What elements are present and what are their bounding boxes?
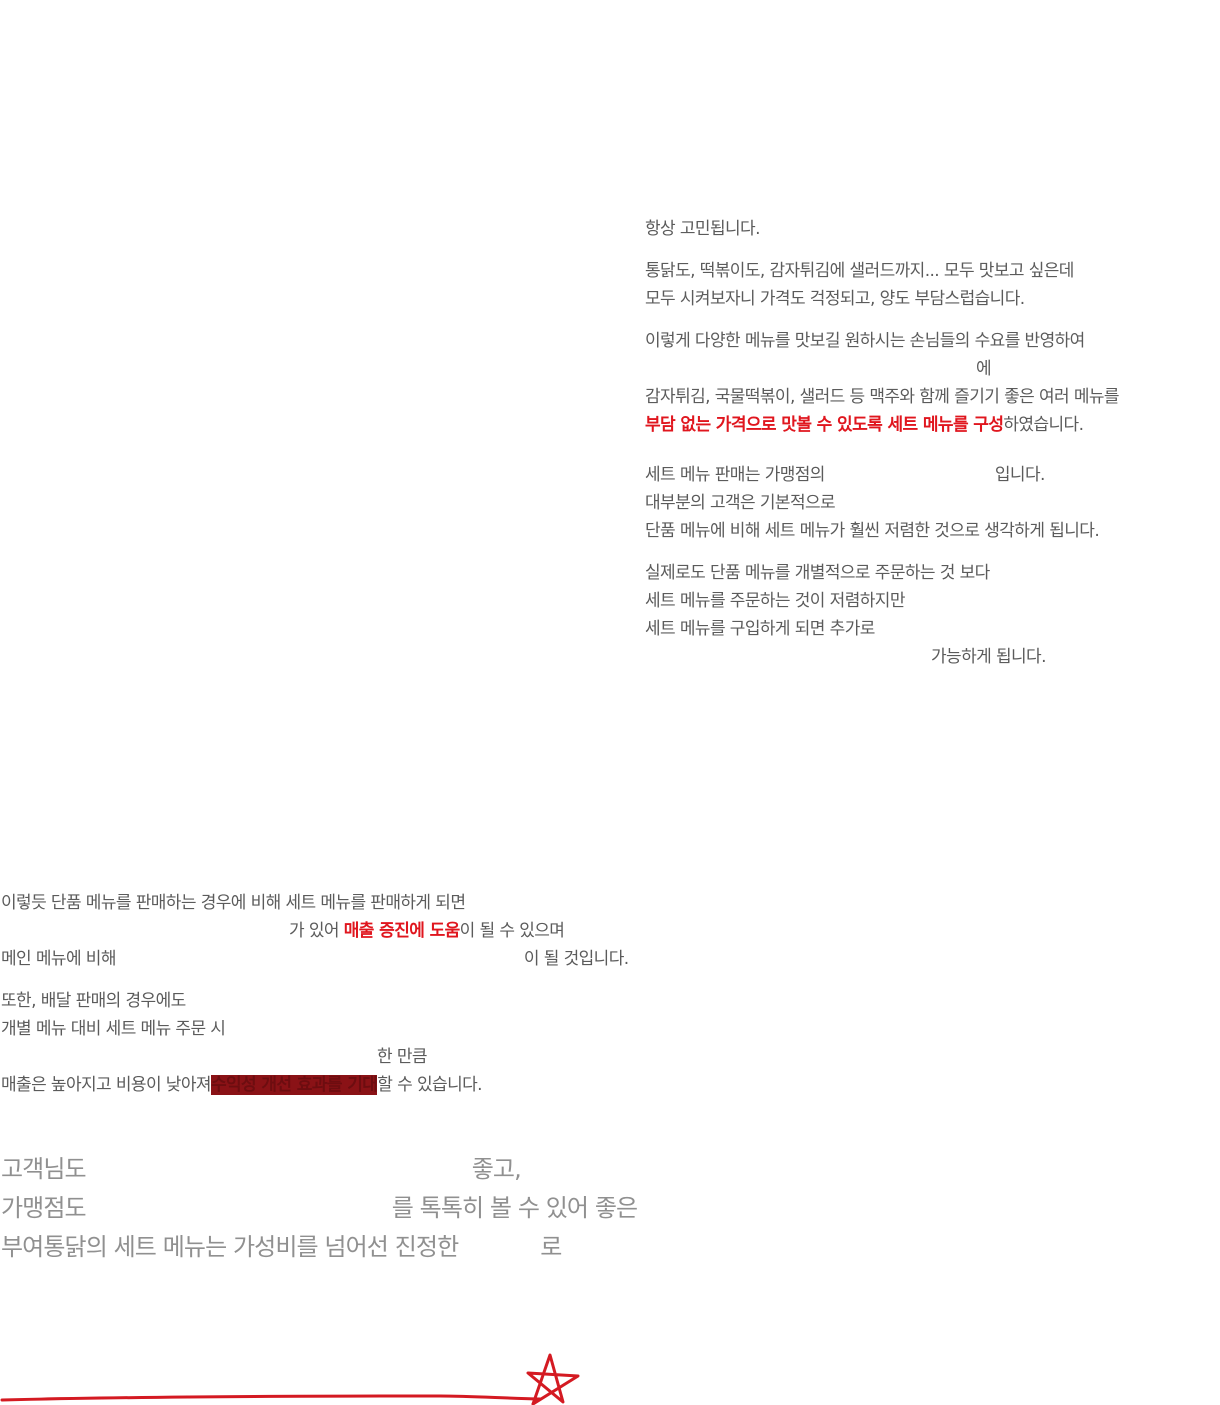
text-line: 부여통닭의 세트 메뉴는 가성비를 넘어선 진정한 로 [1, 1228, 637, 1267]
text-line: 가맹점도 를 톡톡히 볼 수 있어 좋은 [1, 1189, 638, 1228]
text-fragment: 가 있어 [289, 921, 340, 941]
text-line: 매출은 높아지고 비용이 낮아져수익성 개선 효과를 기대할 수 있습니다. [1, 1071, 483, 1099]
text-line: 실제로도 단품 메뉴를 개별적으로 주문하는 것 보다 [645, 563, 990, 583]
text-fragment: 를 톡톡히 볼 수 있어 좋은 [391, 1194, 638, 1222]
sales-benefit-paragraph: 이렇듯 단품 메뉴를 판매하는 경우에 비해 세트 메뉴를 판매하게 되면 가 … [1, 889, 629, 973]
text-line: 대부분의 고객은 기본적으로 [645, 493, 836, 513]
highlight-red: 부담 없는 가격으로 맛볼 수 있도록 세트 메뉴를 구성 [645, 415, 1004, 435]
hand-drawn-star-icon [526, 1353, 580, 1405]
text-line: 항상 고민됩니다. [645, 219, 760, 239]
text-line: 개별 메뉴 대비 세트 메뉴 주문 시 [1, 1019, 226, 1039]
menu-wish-paragraph: 통닭도, 떡볶이도, 감자튀김에 샐러드까지... 모두 맛보고 싶은데 모두 … [645, 257, 1074, 313]
text-fragment: 한 만큼 [377, 1047, 428, 1067]
text-fragment: 부여통닭의 세트 메뉴는 가성비를 넘어선 진정한 [1, 1233, 459, 1261]
text-line: 가 있어 매출 증진에 도움이 될 수 있으며 [1, 917, 629, 945]
text-line: 가능하게 됩니다. [645, 643, 1046, 671]
text-fragment: 가능하게 됩니다. [931, 647, 1046, 667]
text-line: 모두 시켜보자니 가격도 걱정되고, 양도 부담스럽습니다. [645, 289, 1025, 309]
text-fragment: 로 [540, 1233, 562, 1261]
text-fragment: 가맹점도 [1, 1194, 87, 1222]
text-line: 이렇듯 단품 메뉴를 판매하는 경우에 비해 세트 메뉴를 판매하게 되면 [1, 893, 466, 913]
text-line: 메인 메뉴에 비해 이 될 것입니다. [1, 945, 629, 973]
text-fragment: 입니다. [994, 465, 1046, 485]
text-fragment: 고객님도 [1, 1155, 87, 1183]
highlight-dark: 수익성 개선 효과를 기대 [210, 1075, 378, 1095]
delivery-paragraph: 또한, 배달 판매의 경우에도 개별 메뉴 대비 세트 메뉴 주문 시 한 만큼… [1, 987, 483, 1099]
highlight-red: 매출 증진에 도움 [343, 921, 461, 941]
closing-paragraph: 고객님도 좋고, 가맹점도 를 톡톡히 볼 수 있어 좋은 부여통닭의 세트 메뉴는… [1, 1150, 638, 1267]
text-fragment: 이 될 수 있으며 [459, 921, 565, 941]
text-line: 세트 메뉴 판매는 가맹점의 입니다. [645, 461, 1099, 489]
text-line: 한 만큼 [1, 1043, 482, 1071]
text-fragment: 에 [976, 359, 992, 379]
set-menu-intro-paragraph: 이렇게 다양한 메뉴를 맛보길 원하시는 손님들의 수요를 반영하여 에 감자튀… [645, 327, 1120, 439]
text-line: 에 [645, 355, 1119, 383]
underline-stroke [0, 1394, 542, 1402]
text-line: 부담 없는 가격으로 맛볼 수 있도록 세트 메뉴를 구성하였습니다. [645, 411, 1119, 439]
text-line: 감자튀김, 국물떡볶이, 샐러드 등 맥주와 함께 즐기기 좋은 여러 메뉴를 [645, 387, 1120, 407]
text-fragment: 매출은 높아지고 비용이 낮아져 [1, 1075, 212, 1095]
text-fragment: 메인 메뉴에 비해 [1, 949, 116, 969]
text-fragment: 세트 메뉴 판매는 가맹점의 [645, 465, 825, 485]
text-line: 단품 메뉴에 비해 세트 메뉴가 훨씬 저렴한 것으로 생각하게 됩니다. [645, 521, 1100, 541]
set-menu-sales-paragraph: 세트 메뉴 판매는 가맹점의 입니다. 대부분의 고객은 기본적으로 단품 메뉴에… [645, 461, 1100, 545]
text-line: 통닭도, 떡볶이도, 감자튀김에 샐러드까지... 모두 맛보고 싶은데 [645, 261, 1074, 281]
text-fragment: 좋고, [471, 1155, 522, 1183]
text-fragment: 이 될 것입니다. [523, 949, 629, 969]
text-fragment: 하였습니다. [1003, 415, 1084, 435]
text-line: 또한, 배달 판매의 경우에도 [1, 991, 186, 1011]
decorative-underline [0, 1353, 580, 1405]
intro-paragraph: 항상 고민됩니다. [645, 215, 760, 243]
text-fragment: 할 수 있습니다. [377, 1075, 482, 1095]
text-line: 세트 메뉴를 구입하게 되면 추가로 [645, 619, 875, 639]
text-line: 세트 메뉴를 주문하는 것이 저렴하지만 [645, 591, 905, 611]
text-line: 이렇게 다양한 메뉴를 맛보길 원하시는 손님들의 수요를 반영하여 [645, 331, 1085, 351]
text-line: 고객님도 좋고, [1, 1150, 637, 1189]
set-menu-price-paragraph: 실제로도 단품 메뉴를 개별적으로 주문하는 것 보다 세트 메뉴를 주문하는 … [645, 559, 1046, 671]
